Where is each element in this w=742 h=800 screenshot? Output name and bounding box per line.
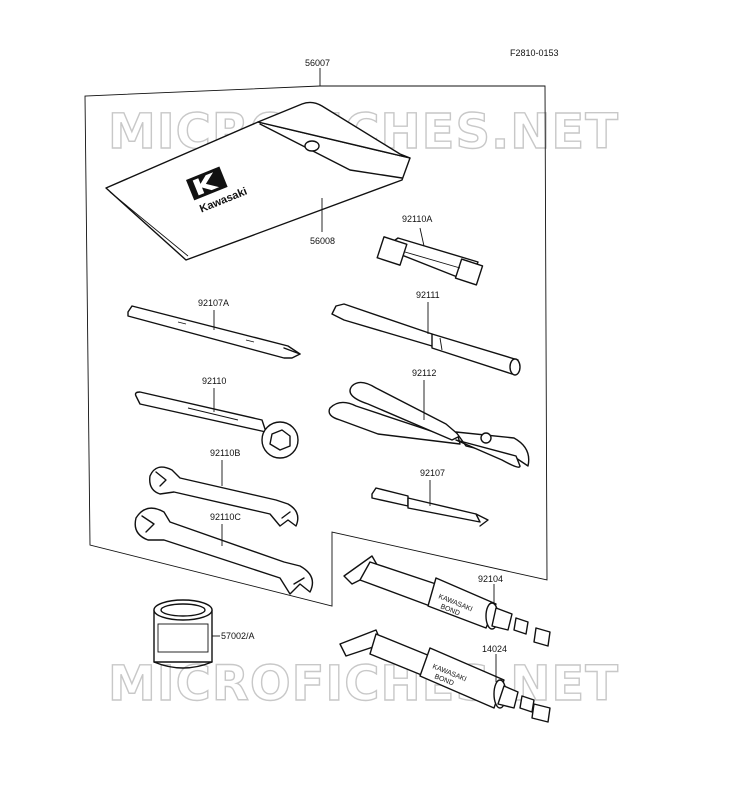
label-56007: 56007 bbox=[305, 58, 330, 68]
kit-boundary bbox=[84, 85, 548, 607]
watermark-bottom: MICROFICHES.NET bbox=[108, 656, 619, 712]
bond-tube-92104: KAWASAKI BOND bbox=[343, 555, 551, 647]
flat-screwdriver bbox=[127, 305, 301, 359]
open-wrench-large bbox=[134, 507, 314, 595]
label-92107A: 92107A bbox=[198, 298, 229, 308]
pliers bbox=[328, 381, 530, 468]
label-92104: 92104 bbox=[478, 574, 503, 584]
label-92107: 92107 bbox=[420, 468, 445, 478]
figure-code: F2810-0153 bbox=[510, 48, 559, 58]
phillips-screwdriver bbox=[371, 487, 489, 527]
handle bbox=[331, 303, 521, 376]
open-wrench-small bbox=[149, 466, 299, 527]
label-92110B: 92110B bbox=[210, 448, 240, 458]
grease-can bbox=[153, 599, 213, 669]
label-92110A: 92110A bbox=[402, 214, 432, 224]
label-56008: 56008 bbox=[310, 236, 335, 246]
spanner-wrench bbox=[134, 391, 299, 459]
label-92110C: 92110C bbox=[210, 512, 241, 522]
box-wrench bbox=[376, 236, 484, 286]
label-92111: 92111 bbox=[416, 290, 440, 300]
label-57002A: 57002/A bbox=[221, 631, 255, 641]
label-92112: 92112 bbox=[412, 368, 436, 378]
tool-pouch: Kawasaki bbox=[105, 101, 411, 261]
bond-tube-14024: KAWASAKI BOND bbox=[339, 629, 551, 723]
label-14024: 14024 bbox=[482, 644, 507, 654]
label-92110: 92110 bbox=[202, 376, 226, 386]
